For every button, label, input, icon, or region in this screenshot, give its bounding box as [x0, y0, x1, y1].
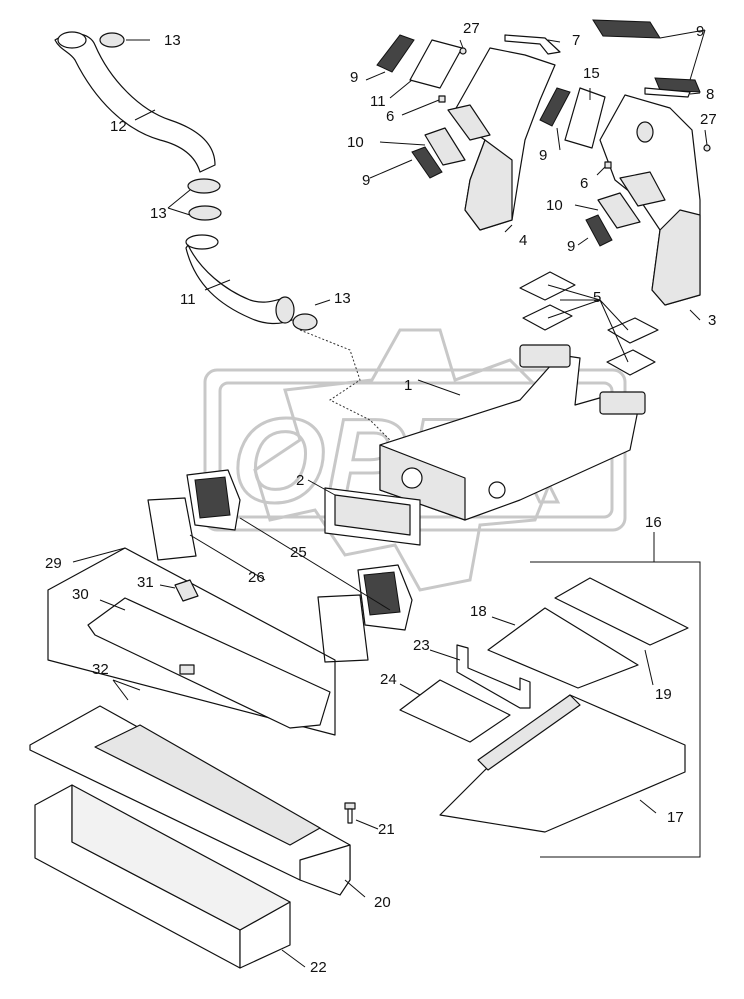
- callout-6b: 6: [580, 175, 588, 192]
- part-13-upper-hose: [54, 31, 216, 173]
- callout-12: 11: [180, 291, 196, 308]
- callout-13: 12: [110, 118, 127, 135]
- callout-25: 25: [290, 544, 307, 561]
- callout-16: 16: [645, 514, 662, 531]
- callout-3: 3: [708, 312, 716, 329]
- callout-9a: 9: [350, 69, 358, 86]
- part-20-tray: [29, 705, 351, 896]
- part-14-hose-clamps: [99, 32, 318, 331]
- part-9-vent-grilles: [376, 19, 701, 247]
- part-16-group-bracket: [530, 532, 701, 858]
- part-22-box: [34, 784, 291, 969]
- part-15-flap: [564, 87, 606, 149]
- part-5-gaskets: [519, 271, 659, 376]
- part-21-bolt: [344, 802, 356, 824]
- callout-2: 2: [296, 472, 304, 489]
- callout-27a: 27: [463, 20, 480, 37]
- callout-14a: 13: [164, 32, 181, 49]
- callout-4: 4: [519, 232, 527, 249]
- callout-1: 1: [404, 377, 412, 394]
- callout-labels: 13 12 13 11 13 1 2 25 26 5 3 4 9 11 6 27…: [45, 20, 717, 976]
- callout-5: 5: [593, 289, 601, 306]
- callout-22: 22: [310, 959, 327, 976]
- callout-10a: 10: [347, 134, 364, 151]
- part-10-inserts: [424, 104, 666, 229]
- callout-32: 32: [92, 661, 109, 678]
- part-26-filter-blocks: [147, 497, 369, 663]
- part-7-strip: [504, 34, 561, 55]
- part-4-left-vent-duct: [454, 47, 556, 231]
- callout-18: 18: [470, 603, 487, 620]
- callout-14c: 13: [334, 290, 351, 307]
- part-1-main-duct: [379, 344, 646, 521]
- callout-26: 26: [248, 569, 265, 586]
- callout-24: 24: [380, 671, 397, 688]
- part-11-flap: [409, 39, 463, 89]
- callout-9c: 9: [539, 147, 547, 164]
- part-18-panel: [487, 607, 639, 689]
- part-6-27-fasteners: [438, 47, 711, 169]
- callout-31: 31: [137, 574, 154, 591]
- callout-11: 11: [370, 93, 386, 110]
- callout-30: 30: [72, 586, 89, 603]
- leader-lines: [72, 29, 708, 968]
- callout-17: 17: [667, 809, 684, 826]
- callout-14b: 13: [150, 205, 167, 222]
- callout-7: 7: [572, 32, 580, 49]
- callout-9b: 9: [696, 23, 704, 40]
- callout-9d: 9: [362, 172, 370, 189]
- part-19-panel: [554, 577, 689, 646]
- part-8-strip: [644, 87, 691, 98]
- part-25-louvred-vents: [186, 469, 413, 631]
- part-2-duct-frame: [324, 487, 421, 546]
- part-24-pad: [399, 679, 511, 743]
- hose-routing-line: [299, 329, 391, 441]
- callout-19: 19: [655, 686, 672, 703]
- callout-21: 21: [378, 821, 395, 838]
- part-23-bracket: [456, 644, 531, 709]
- callout-27b: 27: [700, 111, 717, 128]
- callout-15: 15: [583, 65, 600, 82]
- part-12-lower-hose: [185, 234, 295, 325]
- callout-20: 20: [374, 894, 391, 911]
- part-17-shroud: [439, 694, 686, 833]
- callout-29: 29: [45, 555, 62, 572]
- callout-23: 23: [413, 637, 430, 654]
- callout-8: 8: [706, 86, 714, 103]
- callout-10b: 10: [546, 197, 563, 214]
- callout-6a: 6: [386, 108, 394, 125]
- part-30-cover-panel: [47, 547, 336, 736]
- callout-9e: 9: [567, 238, 575, 255]
